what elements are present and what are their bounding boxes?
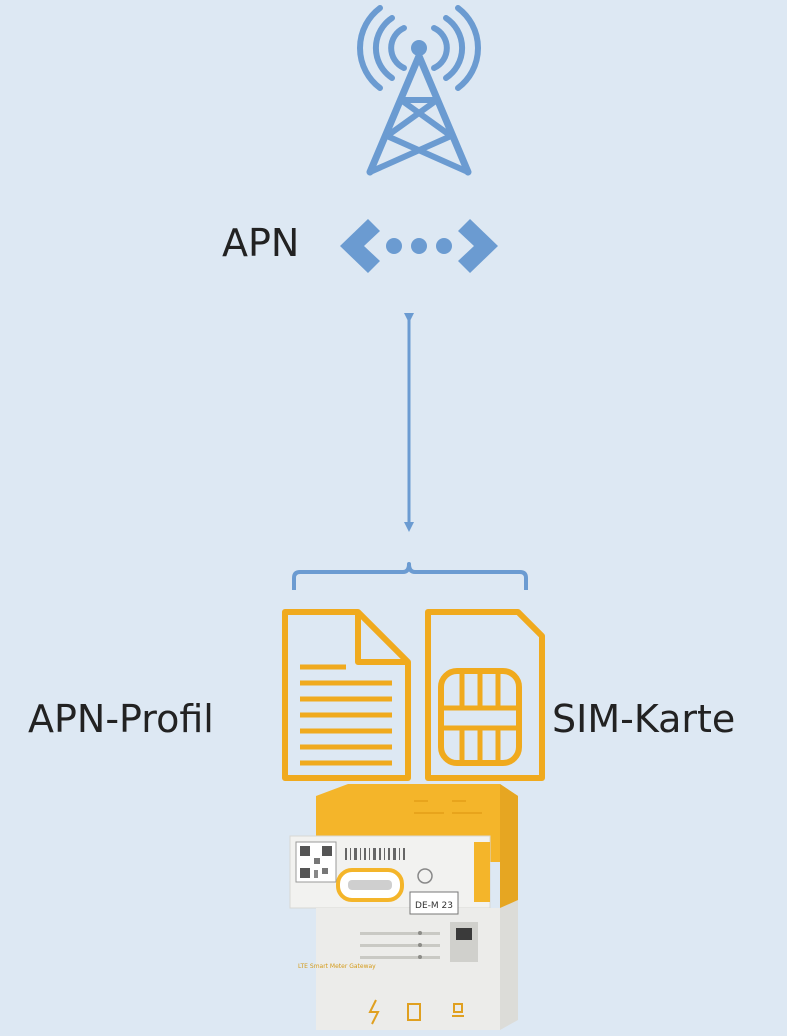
- cell-tower-icon: [357, 5, 481, 176]
- qr-code: [295, 841, 337, 883]
- barcode: [345, 848, 405, 860]
- device-brand-text: LTE Smart Meter Gateway: [298, 963, 376, 970]
- sim-card-icon: [425, 609, 545, 781]
- apn-network-icon: [340, 219, 498, 273]
- sim-card-label: SIM-Karte: [552, 697, 736, 741]
- apn-label: APN: [222, 221, 300, 265]
- smart-meter-gateway-device: [289, 784, 518, 1030]
- document-icon: [282, 609, 411, 781]
- apn-profile-label: APN-Profil: [28, 697, 214, 741]
- device-plate-text: DE-M 23: [415, 901, 453, 911]
- grouping-brace: [292, 562, 528, 590]
